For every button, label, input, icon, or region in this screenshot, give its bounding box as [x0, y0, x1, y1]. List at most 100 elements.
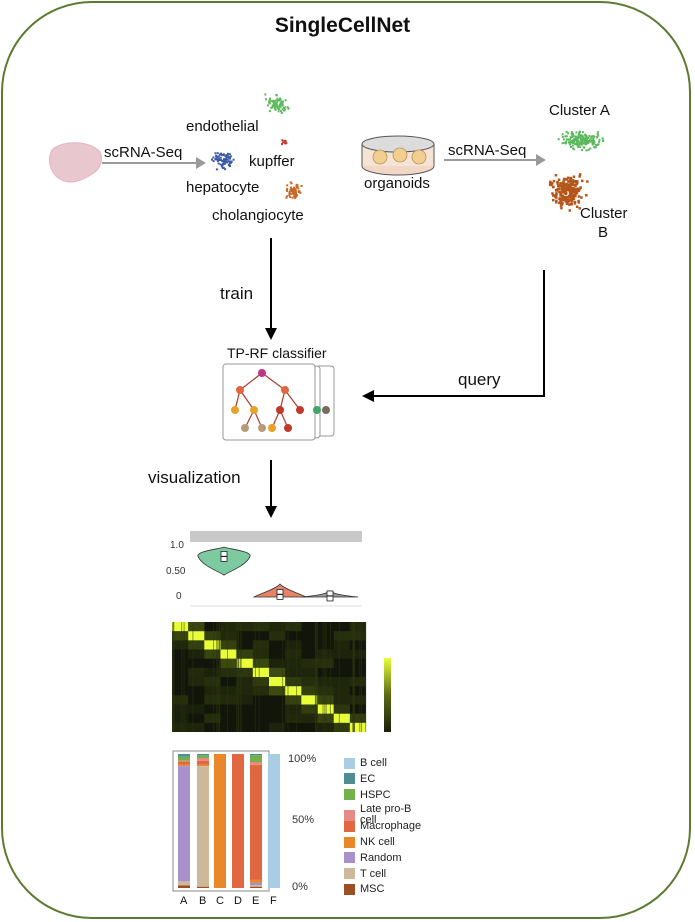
seq-label-right: scRNA-Seq [448, 142, 527, 159]
cluster-a-point [577, 135, 580, 138]
cluster-b-point [560, 184, 564, 188]
endothelial-point [264, 93, 267, 96]
legend-item: B cell [344, 757, 387, 769]
cluster-a-point [590, 137, 593, 139]
label-cluster-b-line2: B [598, 224, 609, 241]
bar-segment [197, 760, 209, 765]
heatmap-cell [220, 667, 237, 677]
cluster-a-point [587, 140, 590, 143]
heatmap-cell [252, 649, 269, 659]
cluster-b-point [580, 196, 583, 199]
heatmap-cell [269, 722, 286, 732]
cholangiocyte-point [286, 195, 289, 198]
cluster-b-point [562, 177, 566, 181]
endothelial-point [276, 101, 279, 104]
cluster-b-point [560, 197, 563, 200]
cluster-a-point [575, 131, 578, 134]
hepatocyte-point [216, 152, 219, 155]
cluster-b-point [575, 190, 578, 193]
cluster-a-point [572, 147, 575, 150]
cluster-b-point [565, 187, 568, 190]
cluster-a-point [588, 140, 591, 143]
tree-edge [239, 372, 263, 391]
cluster-a-point [561, 135, 564, 138]
legend-label: EC [360, 772, 376, 785]
cholangiocyte-point [291, 196, 294, 199]
cluster-a-point [591, 143, 594, 146]
heatmap-cell [301, 686, 318, 696]
heatmap-cell [220, 695, 237, 705]
cluster-a-point [587, 142, 590, 145]
heatmap-cell [333, 640, 350, 650]
cluster-b-point [572, 175, 576, 178]
cholangiocyte-point [288, 191, 291, 194]
hepatocyte-point [217, 157, 220, 160]
cluster-b-point [549, 180, 552, 184]
label-cluster-b-line1: Cluster [580, 205, 628, 222]
tree-node [258, 369, 266, 377]
cholangiocyte-point [295, 184, 298, 187]
cluster-a-point [562, 138, 565, 141]
cluster-b-point [551, 192, 554, 195]
kupffer-point [285, 142, 288, 145]
bar-ytick-0: 0% [292, 881, 308, 893]
cluster-b-point [555, 189, 558, 192]
heatmap-cell [220, 631, 237, 641]
legend-item: T cell [344, 868, 386, 880]
legend-label: Random [360, 851, 402, 864]
legend-item: MSC [344, 883, 384, 895]
heatmap-cell [285, 622, 302, 632]
seq-arrow-left-head [196, 157, 206, 169]
cluster-a-point [587, 136, 590, 139]
cluster-b-point [571, 183, 575, 186]
bar-segment [197, 764, 209, 766]
heatmap-cell [252, 667, 269, 677]
heatmap-cell [236, 649, 253, 659]
cholangiocyte-point [288, 194, 291, 197]
legend-label: MSC [360, 883, 385, 896]
legend-swatch [344, 809, 355, 821]
cluster-a-point [557, 138, 560, 141]
heatmap-cell [172, 622, 189, 632]
label-hepatocyte: hepatocyte [186, 179, 260, 196]
heatmap-cell [220, 686, 237, 696]
heatmap-cell [204, 640, 221, 650]
legend-swatch [344, 789, 355, 801]
cluster-b-point [561, 198, 564, 202]
cluster-a-point [580, 135, 583, 138]
heatmap-cell [252, 677, 269, 687]
cluster-b-point [554, 174, 558, 177]
legend-item: EC [344, 773, 375, 785]
cluster-b-point [565, 185, 568, 189]
cluster-b-point [570, 195, 574, 199]
cluster-b-point [559, 204, 563, 207]
bar-segment [178, 760, 190, 762]
cluster-b-point [569, 191, 572, 195]
cluster-a-point [594, 143, 597, 146]
endothelial-point [279, 97, 281, 100]
cluster-a-point [584, 133, 586, 136]
cluster-a-point [593, 141, 596, 144]
cluster-a-point [570, 146, 572, 148]
endothelial-point [281, 102, 284, 105]
heatmap-cell [301, 667, 318, 677]
cluster-b-point [575, 181, 579, 185]
endothelial-point [284, 106, 287, 109]
hepatocyte-point [228, 153, 231, 156]
cluster-a-point [589, 147, 592, 150]
cluster-a-point [591, 141, 594, 144]
cluster-b-point [571, 181, 575, 184]
kupffer-point [281, 139, 284, 142]
cholangiocyte-point [294, 193, 297, 196]
hepatocyte-point [214, 152, 217, 155]
bar-segment [197, 766, 209, 887]
endothelial-point [275, 103, 278, 106]
heatmap-cell [188, 677, 205, 687]
cluster-a-point [570, 141, 573, 144]
cluster-a-point [593, 142, 596, 145]
heatmap-cell [236, 667, 253, 677]
cluster-b-point [561, 191, 564, 194]
cluster-b-point [560, 206, 563, 210]
cholangiocyte-point [289, 186, 292, 189]
cluster-b-point [558, 197, 562, 200]
